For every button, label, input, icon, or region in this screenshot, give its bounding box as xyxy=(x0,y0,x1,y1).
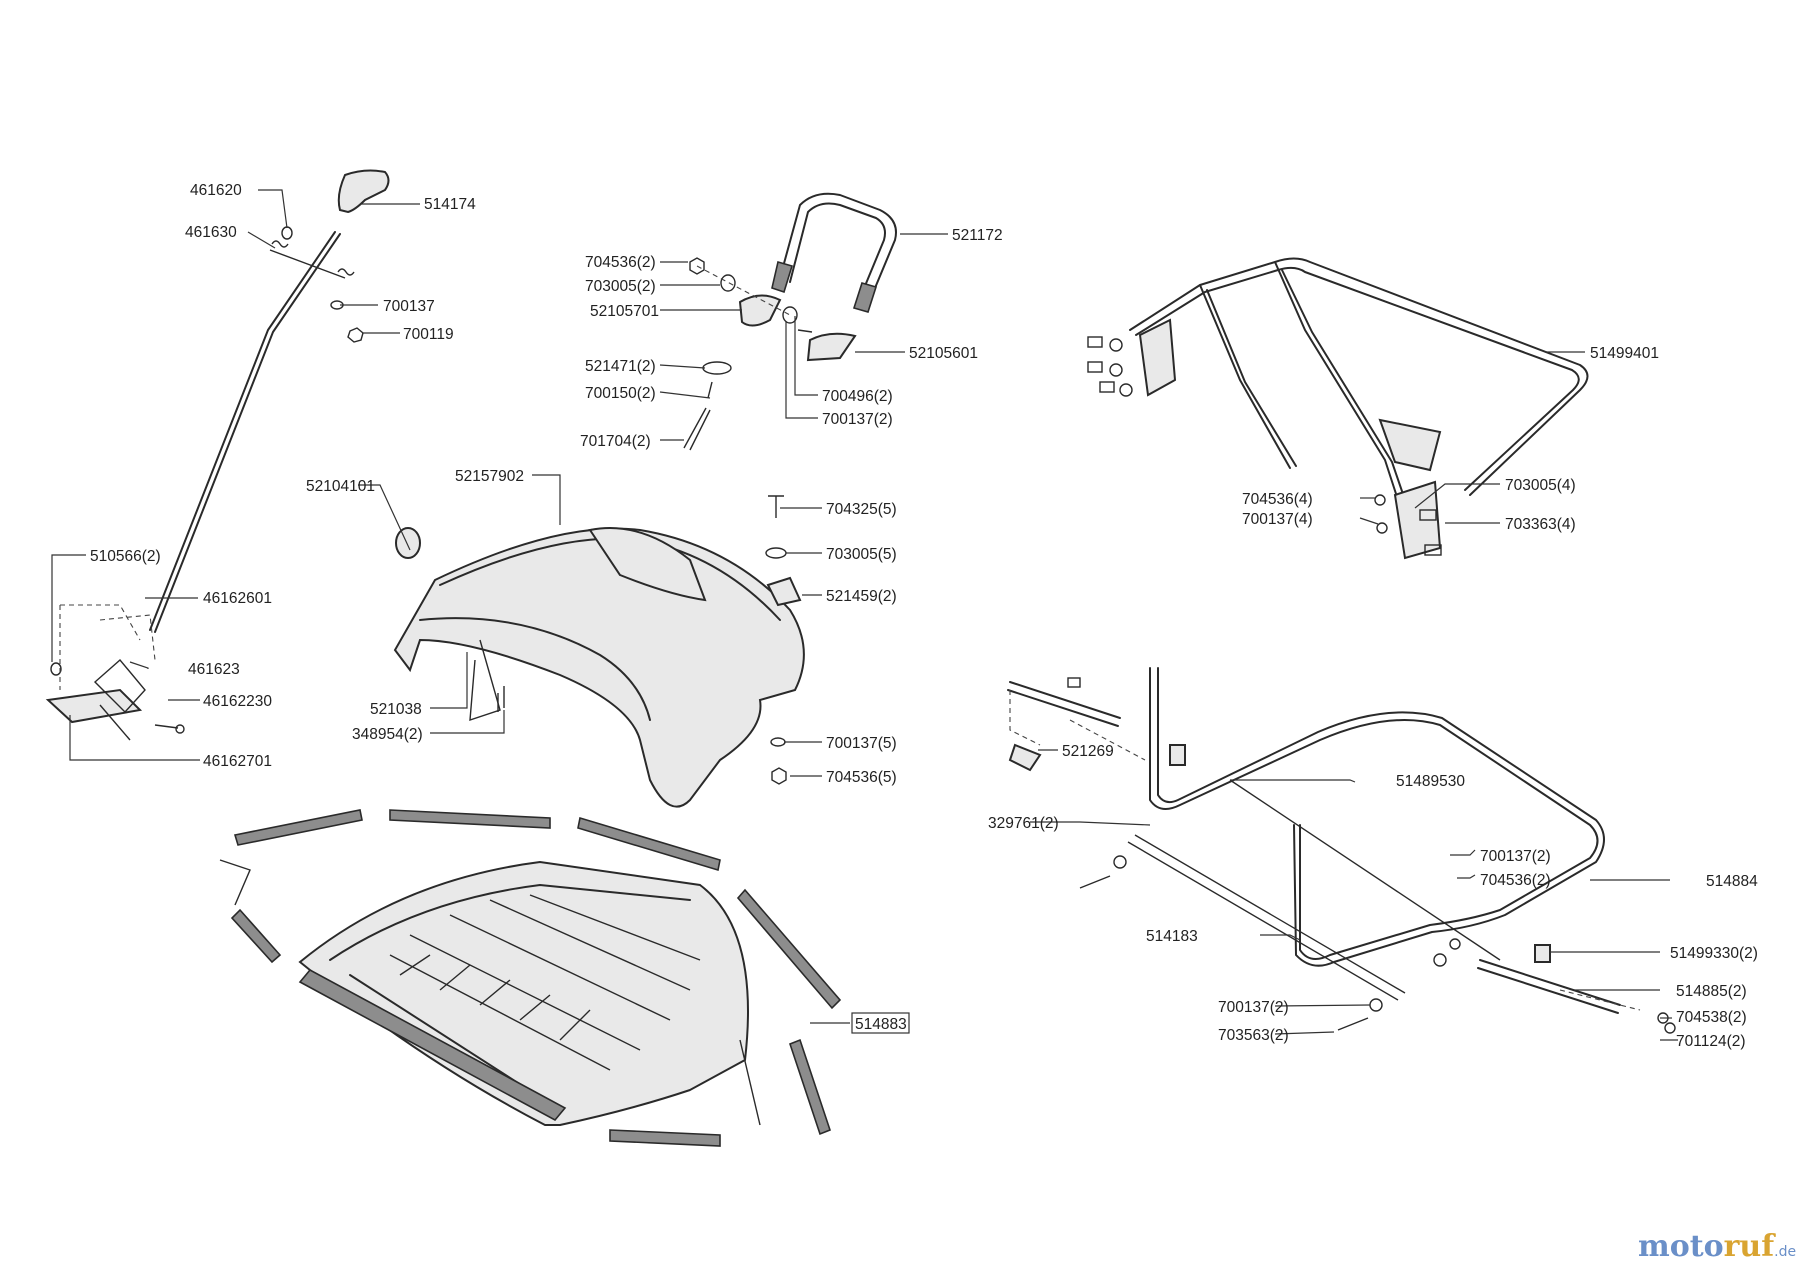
label-704536-4: 704536(4) xyxy=(1242,491,1313,508)
label-704536-2: 704536(2) xyxy=(585,254,656,271)
label-514174: 514174 xyxy=(424,196,476,213)
label-700137-4: 700137(4) xyxy=(1242,511,1313,528)
label-703363-4: 703363(4) xyxy=(1505,516,1576,533)
label-46162230: 46162230 xyxy=(203,693,272,710)
label-704325-5: 704325(5) xyxy=(826,501,897,518)
label-700496-2: 700496(2) xyxy=(822,388,893,405)
svg-text:motoruf.de: motoruf.de xyxy=(1638,1229,1796,1264)
label-461620: 461620 xyxy=(190,182,242,199)
label-704536-2-mid: 704536(2) xyxy=(1480,872,1551,889)
label-700137-5: 700137(5) xyxy=(826,735,897,752)
handle-bracket-assembly xyxy=(683,192,897,451)
label-461630: 461630 xyxy=(185,224,237,241)
leader-lines xyxy=(51,189,1678,1041)
label-703005-2: 703005(2) xyxy=(585,278,656,295)
label-46162601: 46162601 xyxy=(203,590,272,607)
watermark-part2: ruf xyxy=(1724,1229,1777,1264)
label-52105601: 52105601 xyxy=(909,345,978,362)
label-52104101: 52104101 xyxy=(306,478,375,495)
label-704538-2: 704538(2) xyxy=(1676,1009,1747,1026)
label-51499330-2: 51499330(2) xyxy=(1670,945,1758,962)
label-514183: 514183 xyxy=(1146,928,1198,945)
basket-assembly xyxy=(219,809,842,1147)
label-51499401: 51499401 xyxy=(1590,345,1659,362)
label-52157902: 52157902 xyxy=(455,468,524,485)
label-521459-2: 521459(2) xyxy=(826,588,897,605)
label-700150-2: 700150(2) xyxy=(585,385,656,402)
label-700137-2-mid: 700137(2) xyxy=(1480,848,1551,865)
label-704536-5: 704536(5) xyxy=(826,769,897,786)
hood-assembly xyxy=(393,495,805,808)
label-514885-2: 514885(2) xyxy=(1676,983,1747,1000)
label-701124-2: 701124(2) xyxy=(1676,1033,1746,1050)
watermark-suffix: .de xyxy=(1774,1244,1796,1260)
label-46162701: 46162701 xyxy=(203,753,272,770)
label-700137-2-low: 700137(2) xyxy=(1218,999,1289,1016)
label-521471-2: 521471(2) xyxy=(585,358,656,375)
label-700137-2-top: 700137(2) xyxy=(822,411,893,428)
label-521172: 521172 xyxy=(952,227,1003,244)
watermark-part1: moto xyxy=(1638,1229,1724,1264)
watermark-logo: motoruf.de xyxy=(1638,1229,1796,1264)
label-703563-2: 703563(2) xyxy=(1218,1027,1289,1044)
label-700119: 700119 xyxy=(403,326,454,343)
label-348954-2: 348954(2) xyxy=(352,726,423,743)
label-461623: 461623 xyxy=(188,661,240,678)
label-329761-2: 329761(2) xyxy=(988,815,1059,832)
part-labels: 461620 461630 514174 700137 700119 51056… xyxy=(90,182,1758,1050)
label-703005-4: 703005(4) xyxy=(1505,477,1576,494)
label-521269: 521269 xyxy=(1062,743,1114,760)
chassis-assembly xyxy=(1007,667,1676,1034)
label-51489530: 51489530 xyxy=(1396,773,1465,790)
label-521038: 521038 xyxy=(370,701,422,718)
label-701704-2: 701704(2) xyxy=(580,433,651,450)
label-703005-5: 703005(5) xyxy=(826,546,897,563)
label-514884: 514884 xyxy=(1706,873,1758,890)
label-52105701: 52105701 xyxy=(590,303,659,320)
label-700137: 700137 xyxy=(383,298,435,315)
label-510566-2: 510566(2) xyxy=(90,548,161,565)
label-514883: 514883 xyxy=(855,1016,907,1033)
label-514883-box xyxy=(851,1012,910,1034)
lever-rod-assembly xyxy=(45,169,390,741)
rear-frame-assembly xyxy=(1087,257,1589,560)
